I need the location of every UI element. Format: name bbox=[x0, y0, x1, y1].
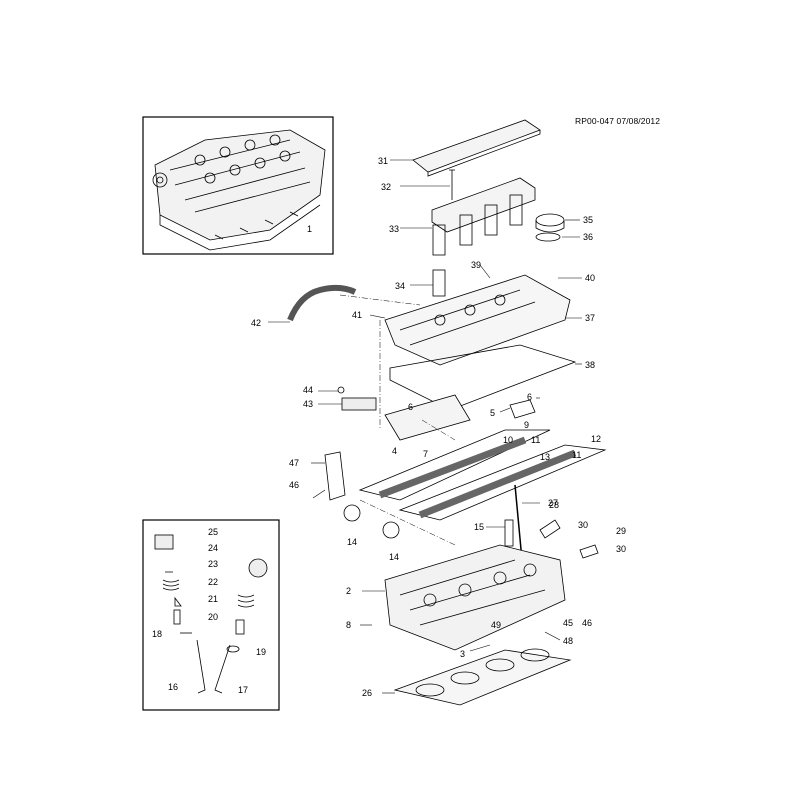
callout-28: 28 bbox=[549, 500, 559, 510]
callout-5: 5 bbox=[490, 408, 495, 418]
callout-7: 7 bbox=[423, 449, 428, 459]
part-bolt-27 bbox=[514, 484, 523, 561]
callout-33: 33 bbox=[389, 224, 399, 234]
callout-6: 6 bbox=[527, 392, 532, 402]
callout-9: 9 bbox=[524, 420, 529, 430]
part-seal-14b bbox=[382, 521, 400, 539]
callout-18: 18 bbox=[152, 629, 162, 639]
inset-assembled-head bbox=[142, 116, 334, 255]
callout-31: 31 bbox=[378, 156, 388, 166]
callout-34: 34 bbox=[395, 281, 405, 291]
part-gasket-38 bbox=[389, 344, 577, 411]
callout-20: 20 bbox=[208, 612, 218, 622]
callout-1: 1 bbox=[307, 224, 312, 234]
part-bracket-47 bbox=[324, 451, 346, 501]
part-hose-42 bbox=[287, 284, 357, 322]
part-bolt-32 bbox=[449, 169, 455, 200]
callout-27: 27 bbox=[548, 498, 558, 508]
part-camshaft-cover bbox=[384, 274, 571, 366]
callout-38: 38 bbox=[585, 360, 595, 370]
callout-35: 35 bbox=[583, 215, 593, 225]
callout-46: 46 bbox=[582, 618, 592, 628]
callout-26: 26 bbox=[362, 688, 372, 698]
callout-11: 11 bbox=[531, 435, 540, 445]
callout-44: 44 bbox=[303, 385, 313, 395]
callout-14: 14 bbox=[347, 537, 357, 547]
part-cover-plate bbox=[412, 119, 541, 177]
part-seal-14a bbox=[343, 504, 361, 522]
drawing-reference: RP00-047 07/08/2012 bbox=[575, 116, 661, 126]
callout-10: 10 bbox=[503, 435, 513, 445]
callout-11: 11 bbox=[572, 450, 581, 460]
callout-8: 8 bbox=[346, 620, 351, 630]
callout-19: 19 bbox=[256, 647, 266, 657]
callout-21: 21 bbox=[208, 594, 218, 604]
part-plug-15 bbox=[504, 519, 514, 547]
alignment-lines bbox=[339, 294, 456, 546]
callout-43: 43 bbox=[303, 399, 313, 409]
callout-37: 37 bbox=[585, 313, 595, 323]
callout-36: 36 bbox=[583, 232, 593, 242]
callout-32: 32 bbox=[381, 182, 391, 192]
part-ignition-coil bbox=[431, 177, 536, 256]
part-sensor-29 bbox=[579, 544, 599, 559]
callout-22: 22 bbox=[208, 577, 218, 587]
callout-24: 24 bbox=[208, 543, 218, 553]
part-solenoid bbox=[337, 386, 377, 411]
callout-42: 42 bbox=[251, 318, 261, 328]
callout-16: 16 bbox=[168, 682, 178, 692]
callout-25: 25 bbox=[208, 527, 218, 537]
callout-6: 6 bbox=[408, 402, 413, 412]
callout-29: 29 bbox=[616, 526, 626, 536]
callout-4: 4 bbox=[392, 446, 397, 456]
inset-valve-train bbox=[142, 519, 280, 711]
part-cam-cap-4 bbox=[384, 394, 471, 441]
callout-47: 47 bbox=[289, 458, 299, 468]
callout-39: 39 bbox=[471, 260, 481, 270]
callout-2: 2 bbox=[346, 586, 351, 596]
part-camshafts bbox=[358, 429, 607, 521]
callout-40: 40 bbox=[585, 273, 595, 283]
part-sensor-28 bbox=[539, 519, 561, 539]
callout-14: 14 bbox=[389, 552, 399, 562]
callout-15: 15 bbox=[474, 522, 484, 532]
leader-lines bbox=[268, 159, 582, 694]
part-head-gasket bbox=[393, 648, 572, 706]
callout-45: 45 bbox=[563, 618, 573, 628]
callout-12: 12 bbox=[591, 434, 601, 444]
callout-3: 3 bbox=[460, 649, 465, 659]
callout-48: 48 bbox=[563, 636, 573, 646]
part-filler-cap bbox=[535, 213, 565, 242]
callout-23: 23 bbox=[208, 559, 218, 569]
part-boot-34 bbox=[432, 269, 446, 297]
callout-46: 46 bbox=[289, 480, 299, 490]
callout-13: 13 bbox=[540, 452, 550, 462]
part-cylinder-head bbox=[384, 544, 566, 651]
part-cam-cap-5 bbox=[509, 399, 536, 419]
callout-17: 17 bbox=[238, 685, 248, 695]
callout-30: 30 bbox=[616, 544, 626, 554]
callout-30: 30 bbox=[578, 520, 588, 530]
callout-49: 49 bbox=[491, 620, 501, 630]
callout-41: 41 bbox=[352, 310, 362, 320]
